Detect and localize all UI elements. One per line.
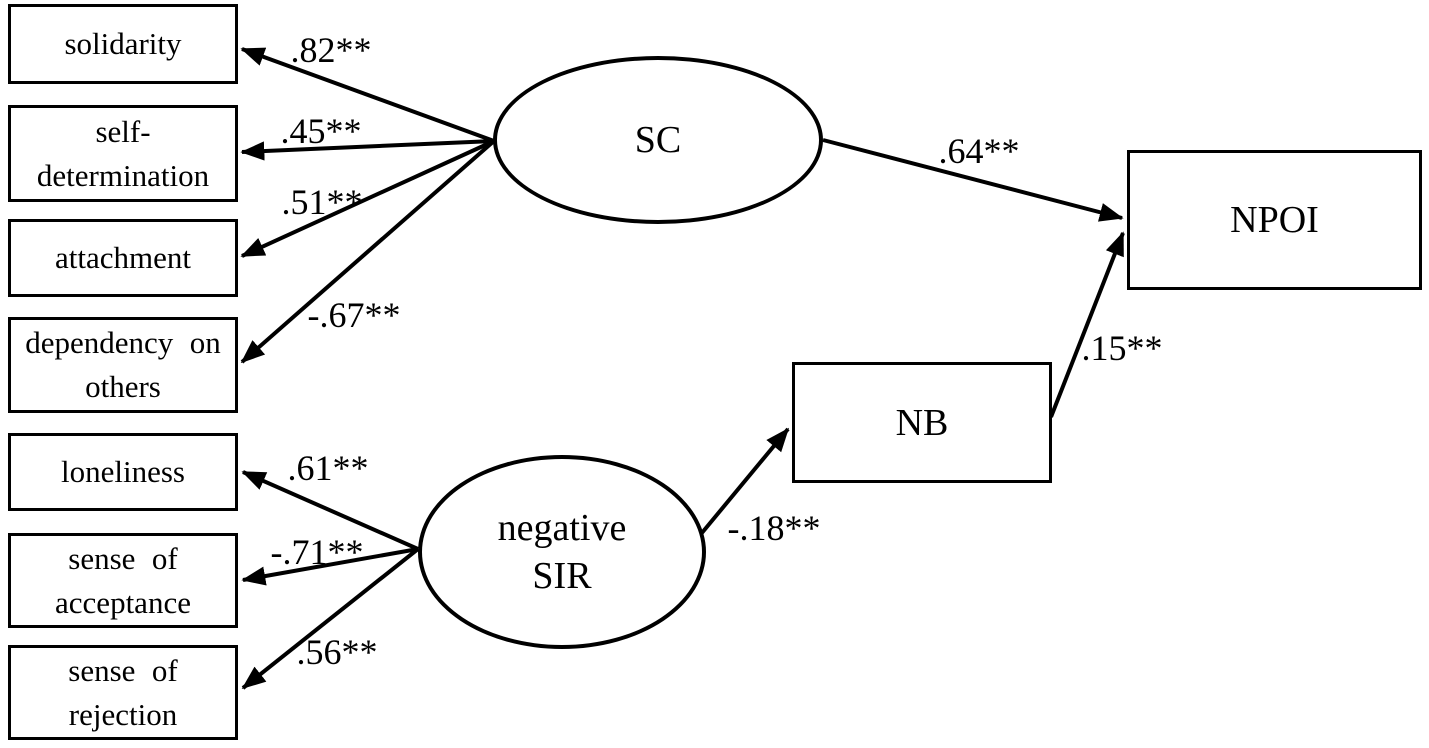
outcome-label-nb: NB bbox=[895, 401, 949, 444]
path-sc-to-self-determination bbox=[240, 139, 495, 161]
outcome-box-npoi: NPOI bbox=[1127, 150, 1422, 290]
coefficient-sir-loneliness: .61** bbox=[288, 448, 369, 488]
coefficient-sir-acceptance: -.71** bbox=[271, 532, 364, 572]
path-sc-to-solidarity bbox=[240, 47, 495, 143]
observed-label-loneliness: loneliness bbox=[61, 454, 185, 489]
path-sc-to-dependency-on-others bbox=[240, 139, 496, 364]
observed-label-sense-of-acceptance: sense of acceptance bbox=[55, 540, 191, 620]
path-sir-to-nb bbox=[699, 427, 790, 536]
observed-label-solidarity: solidarity bbox=[64, 26, 182, 61]
path-sc-to-attachment bbox=[240, 139, 495, 258]
coefficient-sir-nb: -.18** bbox=[728, 508, 821, 548]
path-nb-to-npoi bbox=[1049, 231, 1125, 418]
path-sc-to-npoi bbox=[822, 138, 1124, 222]
observed-label-attachment: attachment bbox=[55, 240, 191, 275]
coefficient-sc-self-determination: .45** bbox=[281, 111, 362, 151]
coefficient-nb-npoi: .15** bbox=[1082, 328, 1163, 368]
coefficient-sc-solidarity: .82** bbox=[291, 30, 372, 70]
coefficient-sc-attachment: .51** bbox=[282, 182, 363, 222]
observed-label-dependency-on-others: dependency on others bbox=[25, 325, 221, 404]
observed-box-sense-of-rejection: sense of rejection bbox=[8, 645, 238, 740]
path-sir-to-sense-of-acceptance bbox=[241, 547, 419, 586]
path-sir-to-sense-of-rejection bbox=[241, 547, 420, 690]
coefficient-sc-npoi: .64** bbox=[939, 131, 1020, 171]
latent-ellipse-negative-sir: negative SIR bbox=[418, 455, 706, 649]
observed-label-sense-of-rejection: sense of rejection bbox=[68, 652, 178, 732]
outcome-box-nb: NB bbox=[792, 362, 1052, 483]
observed-box-loneliness: loneliness bbox=[8, 433, 238, 511]
observed-box-self-determination: self- determination bbox=[8, 105, 238, 202]
outcome-label-npoi: NPOI bbox=[1230, 199, 1319, 241]
latent-label-negative-sir: negative SIR bbox=[497, 507, 627, 597]
path-sir-to-loneliness bbox=[241, 470, 419, 551]
coefficient-sc-dependency: -.67** bbox=[308, 295, 401, 335]
coefficient-sir-rejection: .56** bbox=[297, 632, 378, 672]
latent-label-sc: SC bbox=[634, 119, 682, 161]
observed-box-attachment: attachment bbox=[8, 219, 238, 297]
observed-label-self-determination: self- determination bbox=[36, 113, 210, 193]
observed-box-sense-of-acceptance: sense of acceptance bbox=[8, 533, 238, 628]
observed-box-solidarity: solidarity bbox=[8, 4, 238, 84]
latent-ellipse-sc: SC bbox=[493, 56, 823, 224]
observed-box-dependency-on-others: dependency on others bbox=[8, 317, 238, 413]
